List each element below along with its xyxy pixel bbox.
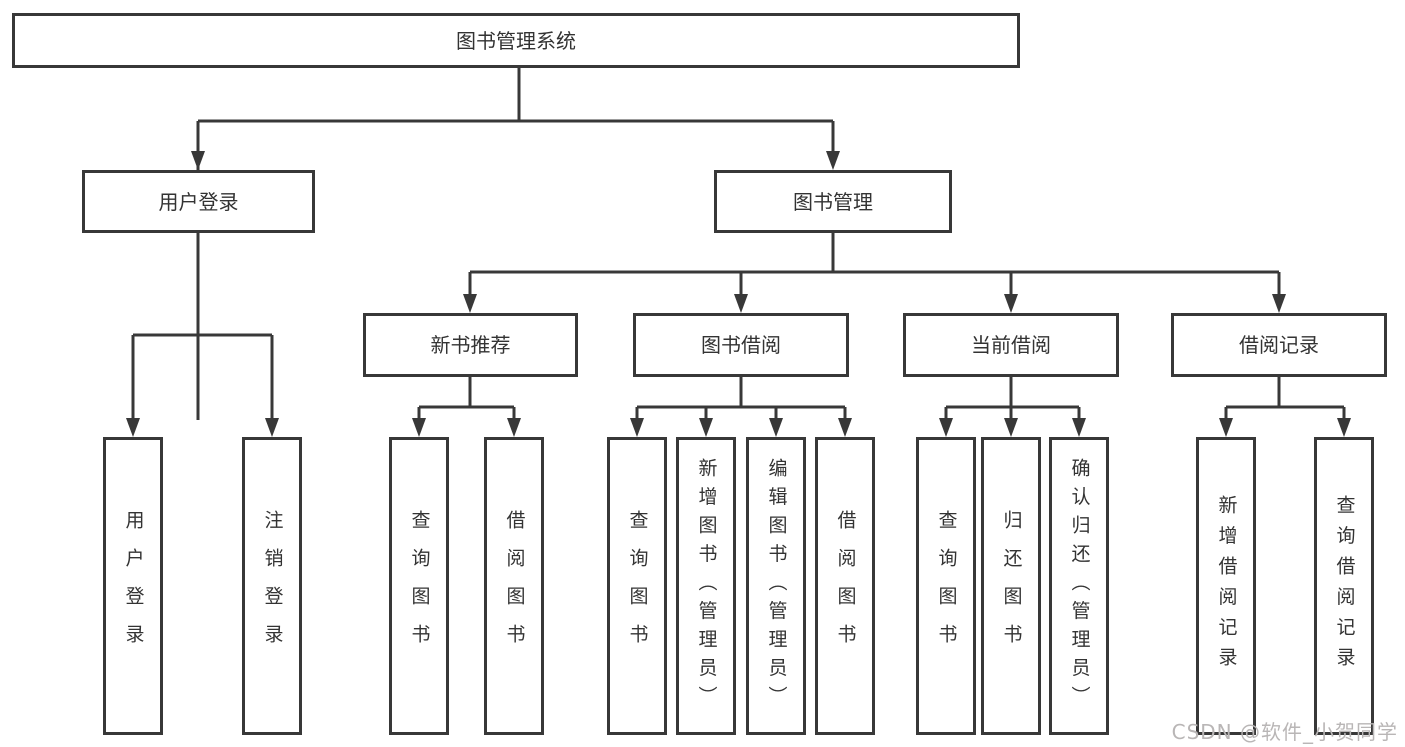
leaf-query-books: 查询图书 — [389, 437, 449, 735]
leaf-add-borrow-record: 新增借阅记录 — [1196, 437, 1256, 735]
node-label: 借阅图书 — [503, 510, 526, 662]
node-label: 图书借阅 — [701, 333, 781, 357]
leaf-user-login: 用户登录 — [103, 437, 163, 735]
node-label: 新增图书（管理员） — [695, 457, 718, 715]
node-label: 用户登录 — [122, 510, 145, 662]
leaf-return-books: 归还图书 — [981, 437, 1041, 735]
node-label: 查询图书 — [935, 510, 958, 662]
node-label: 用户登录 — [158, 189, 239, 214]
node-label: 新增借阅记录 — [1215, 494, 1238, 678]
node-user-login: 用户登录 — [82, 170, 315, 233]
watermark-csdn: CSDN @软件_小贺同学 — [1171, 720, 1398, 744]
node-label: 查询图书 — [626, 510, 649, 662]
node-label: 借阅记录 — [1239, 333, 1319, 357]
node-label: 确认归还（管理员） — [1068, 457, 1091, 715]
node-label: 新书推荐 — [430, 333, 511, 357]
node-label: 注销登录 — [261, 510, 284, 662]
node-label: 当前借阅 — [971, 333, 1051, 357]
node-current-borrowing: 当前借阅 — [903, 313, 1119, 377]
node-label: 编辑图书（管理员） — [765, 457, 788, 715]
leaf-query-borrow-record: 查询借阅记录 — [1314, 437, 1374, 735]
leaf-borrow-books: 借阅图书 — [484, 437, 544, 735]
leaf-edit-book-admin: 编辑图书（管理员） — [746, 437, 806, 735]
leaf-add-book-admin: 新增图书（管理员） — [676, 437, 736, 735]
node-label: 借阅图书 — [834, 510, 857, 662]
node-label: 图书管理 — [793, 189, 873, 214]
leaf-borrow-books-2: 借阅图书 — [815, 437, 875, 735]
leaf-query-books-2: 查询图书 — [607, 437, 667, 735]
node-label: 图书管理系统 — [456, 28, 576, 53]
node-label: 查询借阅记录 — [1333, 494, 1356, 678]
node-book-management: 图书管理 — [714, 170, 952, 233]
leaf-query-books-3: 查询图书 — [916, 437, 976, 735]
node-new-book-recommendation: 新书推荐 — [363, 313, 578, 377]
leaf-confirm-return-admin: 确认归还（管理员） — [1049, 437, 1109, 735]
node-library-management-system: 图书管理系统 — [12, 13, 1020, 68]
node-label: 查询图书 — [408, 510, 431, 662]
node-label: 归还图书 — [1000, 510, 1023, 662]
node-borrowing-records: 借阅记录 — [1171, 313, 1387, 377]
node-book-borrowing: 图书借阅 — [633, 313, 849, 377]
leaf-logout: 注销登录 — [242, 437, 302, 735]
